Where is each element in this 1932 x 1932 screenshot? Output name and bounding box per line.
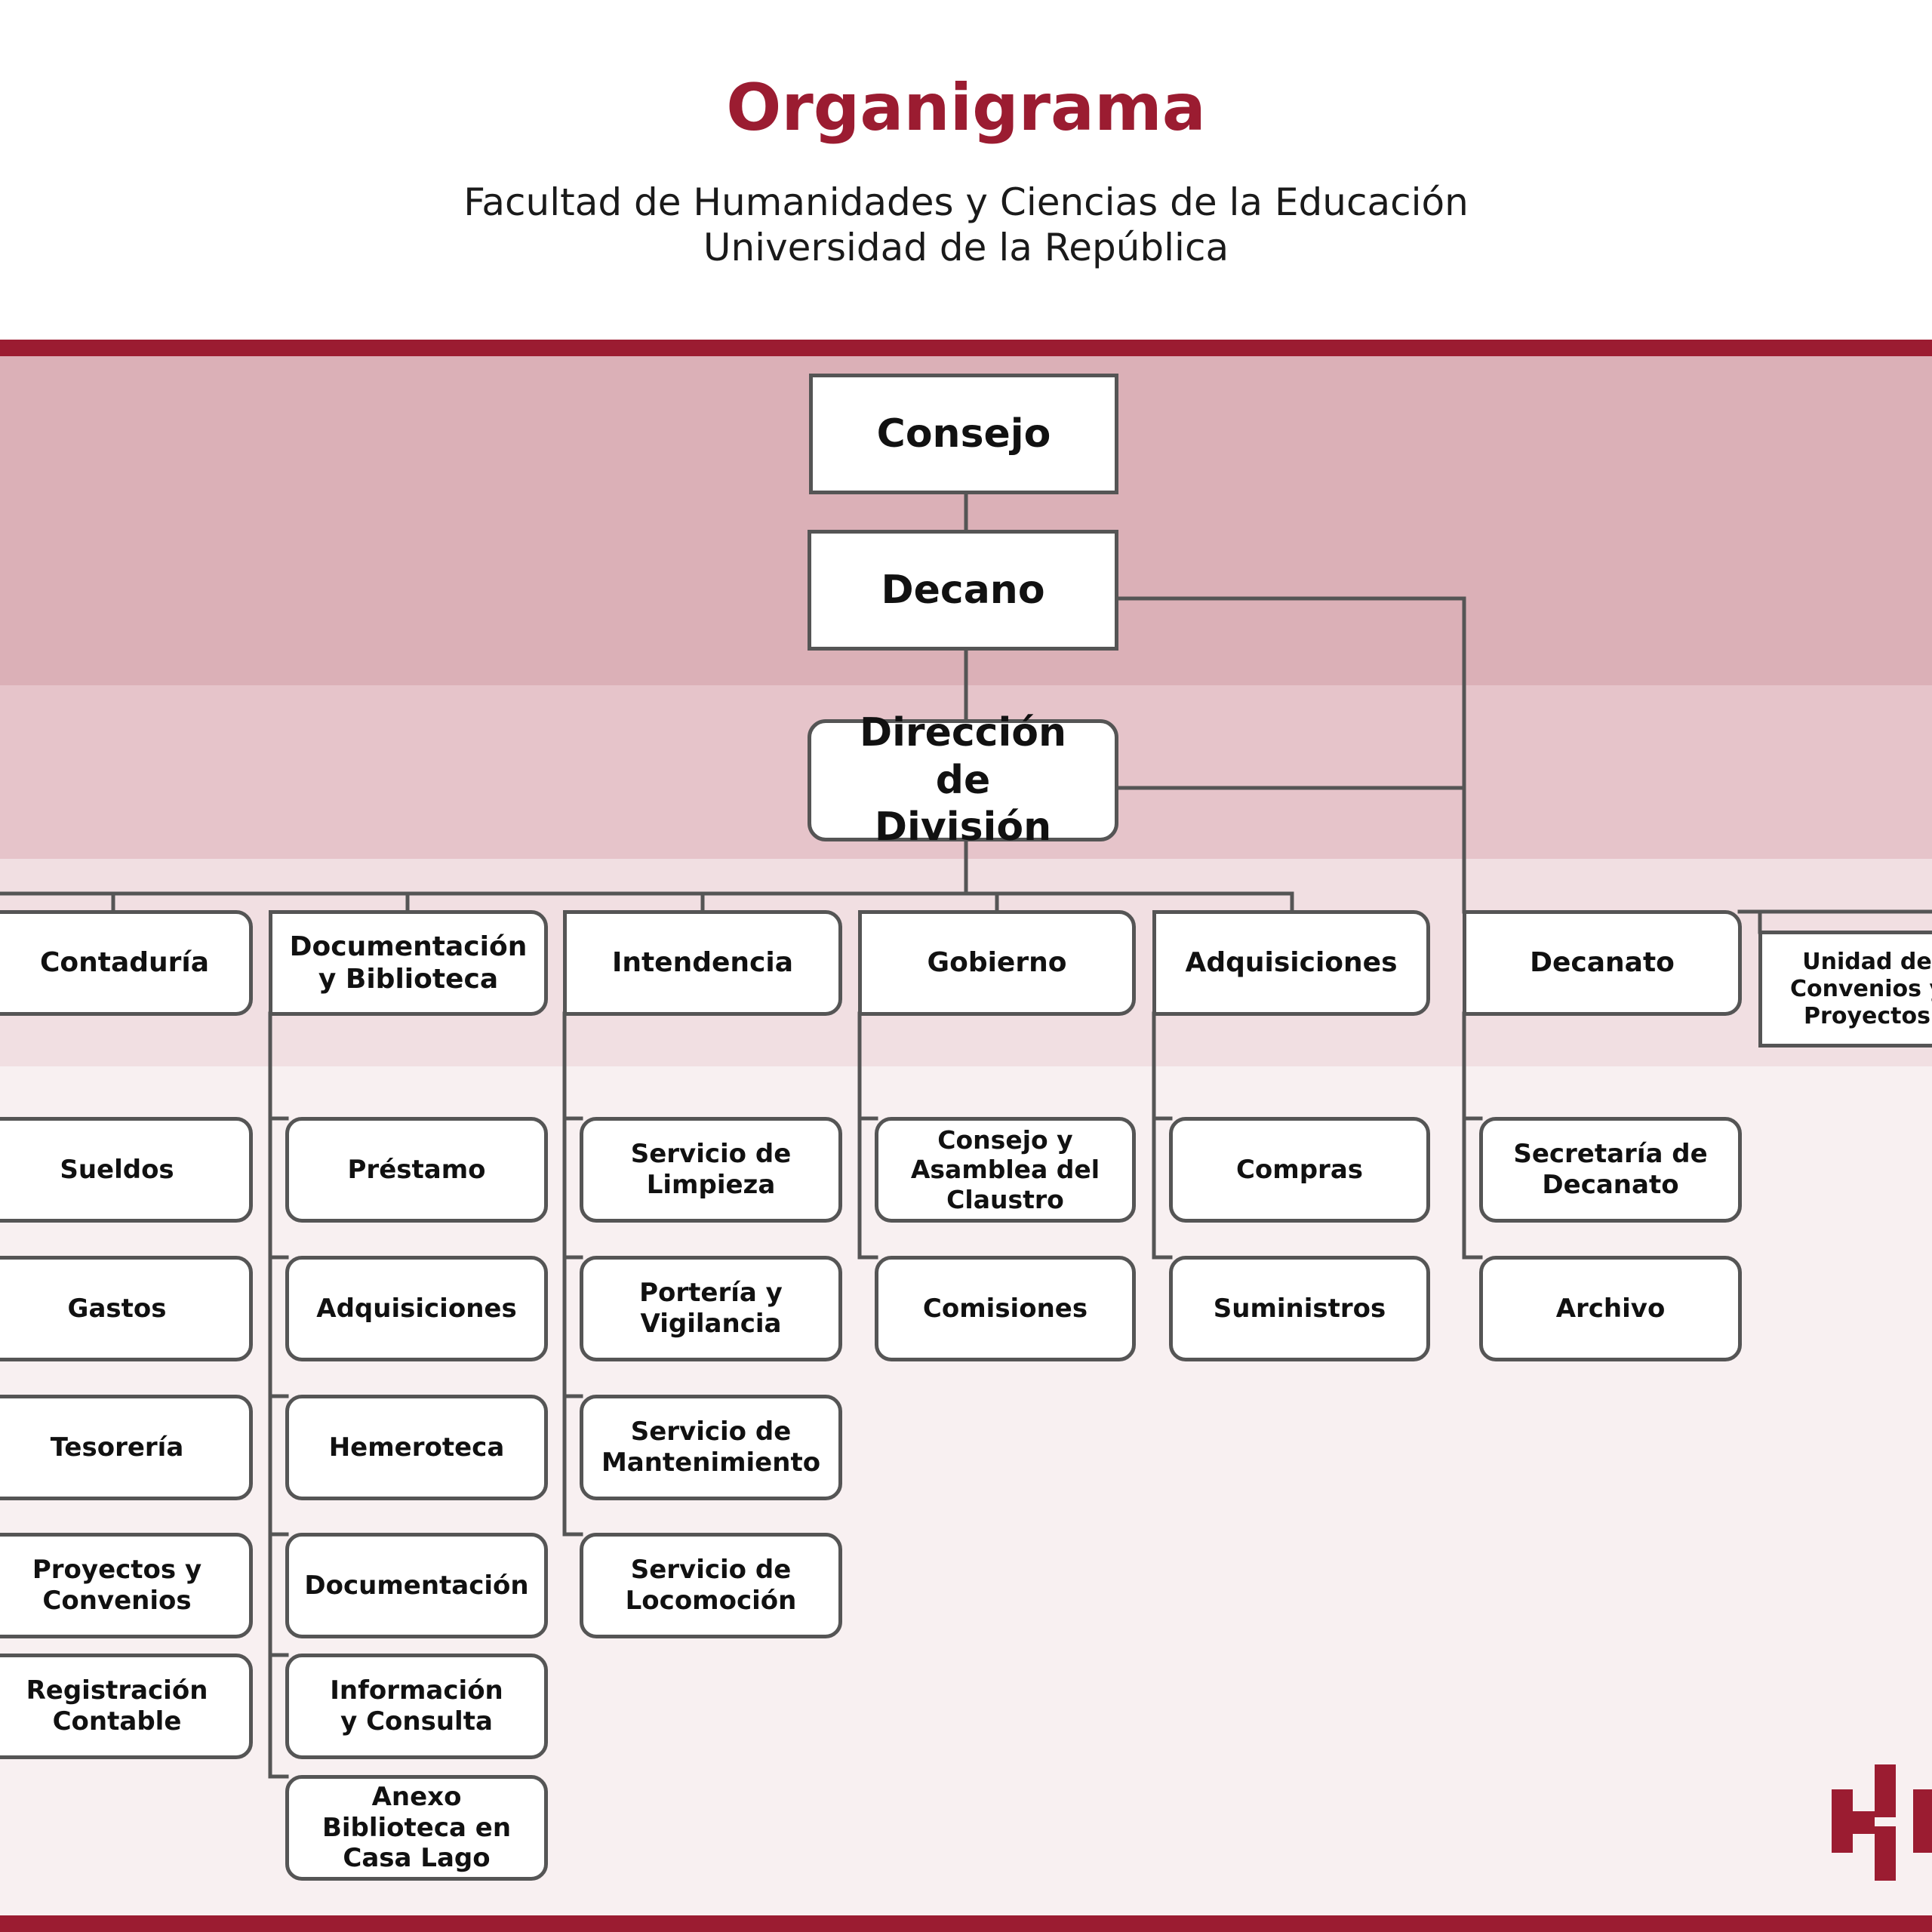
top-accent-bar	[0, 340, 1932, 356]
unit-archivo: Archivo	[1479, 1256, 1742, 1361]
box-consejo: Consejo	[809, 374, 1118, 494]
subtitle-faculty: Facultad de Humanidades y Ciencias de la…	[463, 180, 1469, 224]
subtitle-university: Universidad de la República	[703, 226, 1229, 269]
unit-documentacion: Documentación	[285, 1533, 548, 1638]
unit-porteria-y-vigilancia: Portería y Vigilancia	[580, 1256, 842, 1361]
subtitle: Facultad de Humanidades y Ciencias de la…	[0, 180, 1932, 270]
dept-adquisiciones: Adquisiciones	[1152, 910, 1430, 1016]
unit-consejo-y-asamblea-del-claustro: Consejo y Asamblea del Claustro	[875, 1117, 1136, 1223]
unit-anexo-biblioteca-casa-lago: Anexo Biblioteca en Casa Lago	[285, 1775, 548, 1881]
unit-gastos: Gastos	[0, 1256, 253, 1361]
unit-secretaria-de-decanato: Secretaría de Decanato	[1479, 1117, 1742, 1223]
dept-decanato: Decanato	[1463, 910, 1742, 1016]
unit-servicio-de-mantenimiento: Servicio de Mantenimiento	[580, 1395, 842, 1500]
box-decano: Decano	[808, 530, 1118, 651]
unit-hemeroteca: Hemeroteca	[285, 1395, 548, 1500]
unit-informacion-y-consulta: Información y Consulta	[285, 1654, 548, 1759]
faculty-logo-icon	[1830, 1764, 1932, 1881]
dept-intendencia: Intendencia	[563, 910, 842, 1016]
unit-compras: Compras	[1169, 1117, 1430, 1223]
unit-registracion-contable: Registración Contable	[0, 1654, 253, 1759]
unit-proyectos-y-convenios: Proyectos y Convenios	[0, 1533, 253, 1638]
dept-gobierno: Gobierno	[858, 910, 1136, 1016]
unit-suministros: Suministros	[1169, 1256, 1430, 1361]
unit-prestamo: Préstamo	[285, 1117, 548, 1223]
unit-comisiones: Comisiones	[875, 1256, 1136, 1361]
bottom-accent-bar	[0, 1915, 1932, 1932]
unit-sueldos: Sueldos	[0, 1117, 253, 1223]
unit-servicio-de-locomocion: Servicio de Locomoción	[580, 1533, 842, 1638]
dept-unidad-de-convenios-y-proyectos: Unidad de Convenios y Proyectos	[1758, 931, 1932, 1048]
unit-tesoreria: Tesorería	[0, 1395, 253, 1500]
dept-documentacion-y-biblioteca: Documentación y Biblioteca	[269, 910, 548, 1016]
unit-adquisiciones-biblioteca: Adquisiciones	[285, 1256, 548, 1361]
page-title: Organigrama	[726, 70, 1206, 146]
box-direccion-de-division: Dirección de División	[808, 710, 1118, 850]
unit-servicio-de-limpieza: Servicio de Limpieza	[580, 1117, 842, 1223]
dept-contaduria: Contaduría	[0, 910, 253, 1016]
